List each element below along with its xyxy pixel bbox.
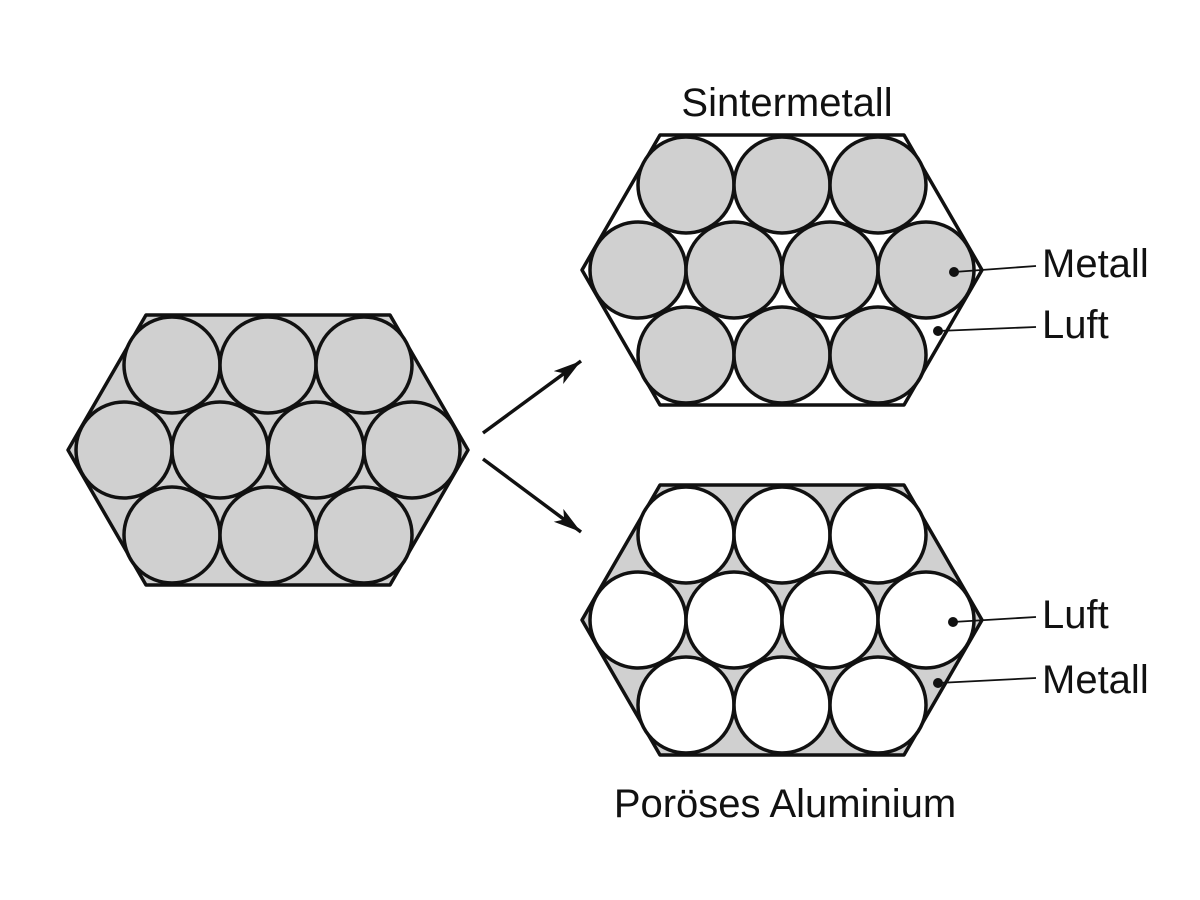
poroeses-aluminium-title: Poröses Aluminium xyxy=(614,782,956,826)
poroeses-aluminium-grain-circle xyxy=(636,485,736,585)
sintermetall-grain-circle xyxy=(780,220,880,320)
sintermetall-grain-circle xyxy=(636,135,736,235)
poroeses-metall-pointer-dot xyxy=(933,678,943,688)
callout-label-luft-sintermetall: Luft xyxy=(1042,303,1109,347)
source-material-grain-circle xyxy=(170,400,270,500)
sintermetall-grain-circle xyxy=(732,305,832,405)
poroeses-aluminium-grain-circle xyxy=(780,570,880,670)
poroeses-aluminium-hexagon xyxy=(580,483,984,757)
poroeses-aluminium-grain-circle xyxy=(732,655,832,755)
sintermetall-luft-pointer-line xyxy=(937,326,1037,332)
sintermetall-grain-circle xyxy=(828,305,928,405)
sintermetall-grain-circle xyxy=(828,135,928,235)
poroeses-aluminium-grain-circle xyxy=(732,485,832,585)
sintermetall-hexagon xyxy=(580,133,984,407)
source-material-hexagon xyxy=(66,313,470,587)
source-material-grain-circle xyxy=(122,315,222,415)
source-material-grain-circle xyxy=(362,400,462,500)
hexagon-layer xyxy=(66,133,984,757)
arrow-layer xyxy=(481,359,583,534)
source-material-grain-circle xyxy=(218,485,318,585)
arrow-to-poroeses-aluminium xyxy=(481,457,583,534)
source-material-grain-circle xyxy=(314,485,414,585)
poroeses-aluminium-grain-circle xyxy=(636,655,736,755)
callout-label-metall-poroeses: Metall xyxy=(1042,658,1149,702)
poroeses-metall-pointer-line xyxy=(937,677,1037,684)
sintermetall-grain-circle xyxy=(588,220,688,320)
arrow-to-sintermetall xyxy=(481,359,583,435)
sintermetall-metall-pointer-line xyxy=(953,265,1037,273)
source-material-grain-circle xyxy=(314,315,414,415)
sintermetall-grain-circle xyxy=(684,220,784,320)
poroeses-aluminium-grain-circle xyxy=(684,570,784,670)
poroeses-luft-pointer-dot xyxy=(948,617,958,627)
text-layer: Sintermetall Poröses Aluminium Metall Lu… xyxy=(614,81,1149,826)
sintermetall-grain-circle xyxy=(732,135,832,235)
sintermetall-metall-pointer-dot xyxy=(949,267,959,277)
source-material-grain-circle xyxy=(122,485,222,585)
poroeses-aluminium-grain-circle xyxy=(876,570,976,670)
sintermetall-title: Sintermetall xyxy=(681,81,892,125)
source-material-grain-circle xyxy=(266,400,366,500)
poroeses-aluminium-grain-circle xyxy=(588,570,688,670)
callout-label-luft-poroeses: Luft xyxy=(1042,593,1109,637)
callout-layer xyxy=(933,265,1037,688)
poroeses-aluminium-grain-circle xyxy=(828,485,928,585)
sintermetall-grain-circle xyxy=(876,220,976,320)
source-material-grain-circle xyxy=(218,315,318,415)
sintermetall-grain-circle xyxy=(636,305,736,405)
poroeses-aluminium-grain-circle xyxy=(828,655,928,755)
source-material-grain-circle xyxy=(74,400,174,500)
poroeses-luft-pointer-line xyxy=(952,616,1037,623)
sintermetall-luft-pointer-dot xyxy=(933,326,943,336)
callout-label-metall-sintermetall: Metall xyxy=(1042,242,1149,286)
